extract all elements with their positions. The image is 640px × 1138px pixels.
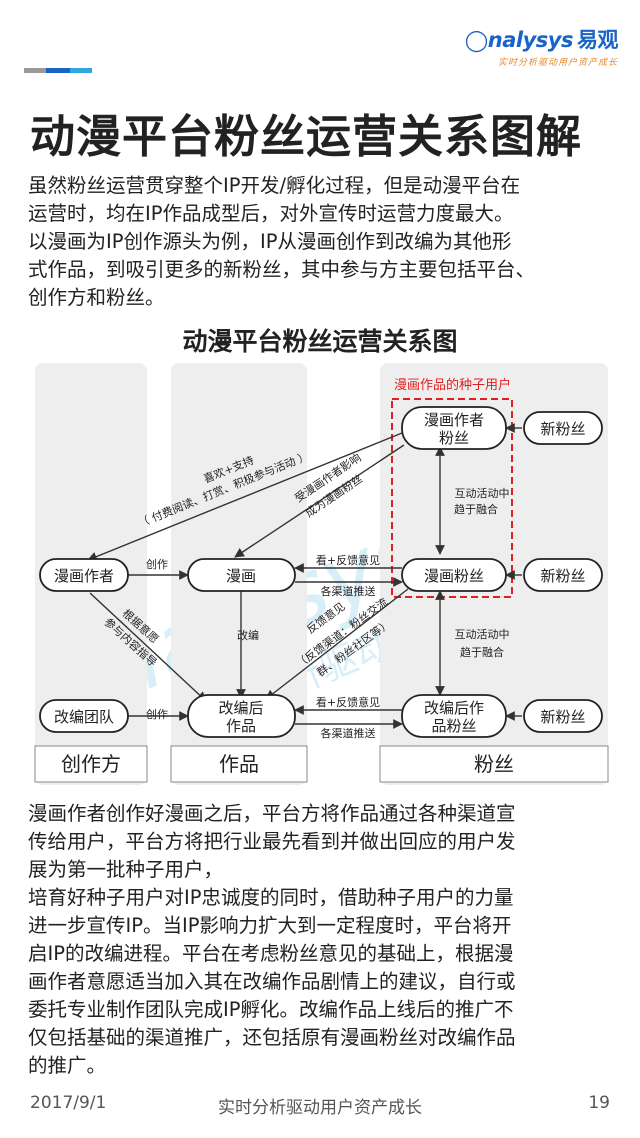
logo-mark-icon: ◯	[464, 28, 489, 52]
node-label: 漫画作者	[424, 411, 484, 429]
footer-date: 2017/9/1	[30, 1093, 107, 1113]
page-number: 19	[588, 1093, 610, 1113]
edge-label: 互动活动中	[455, 628, 510, 641]
node-comic	[187, 558, 296, 592]
intro-line: 虽然粉丝运营贯穿整个IP开发/孵化过程，但是动漫平台在	[28, 174, 521, 197]
node-label: 新粉丝	[540, 420, 585, 438]
column-label: 作品	[219, 752, 259, 776]
node-new-fans-2	[523, 558, 603, 592]
node-label: 漫画粉丝	[424, 567, 484, 585]
edge-label: 改编	[237, 628, 259, 642]
intro-line: 运营时，均在IP作品成型后，对外宣传时运营力度最大。	[28, 202, 514, 225]
edge-label: 趋于融合	[454, 502, 498, 516]
logo-tagline: 实时分析驱动用户资产成长	[497, 58, 618, 68]
intro-line: 以漫画为IP创作源头为例，IP从漫画创作到改编为其他形	[28, 230, 512, 253]
body-line: 的推广。	[28, 1054, 107, 1077]
intro-line: 式作品，到吸引更多的新粉丝，其中参与方主要包括平台、	[28, 258, 536, 281]
node-label: 品粉丝	[431, 717, 476, 735]
body-line: 仅包括基础的渠道推广，还包括原有漫画粉丝对改编作品	[28, 1026, 516, 1049]
body-line: 传给用户，平台方将把行业最先看到并做出回应的用户发	[28, 830, 516, 853]
node-new-fans-3	[523, 699, 603, 733]
column-label: 粉丝	[474, 752, 514, 776]
body-line: 漫画作者创作好漫画之后，平台方将作品通过各种渠道宣	[28, 802, 516, 825]
node-label: 漫画	[226, 567, 256, 585]
node-new-fans-1	[523, 411, 603, 445]
node-label: 作品	[226, 717, 256, 735]
column-header-fans	[379, 745, 609, 783]
relationship-diagram: 创作方 作品 粉丝 漫画作品的种子用户 漫画作者	[34, 363, 609, 785]
intro-text: 虽然粉丝运营贯穿整个IP开发/孵化过程，但是动漫平台在 运营时，均在IP作品成型…	[28, 172, 613, 312]
node-label: 改编团队	[54, 708, 114, 726]
intro-line: 创作方和粉丝。	[28, 286, 165, 309]
node-comic-fans	[401, 558, 507, 592]
edge-label: 创作	[146, 708, 168, 721]
column-header-creator	[34, 745, 148, 783]
seed-label: 漫画作品的种子用户	[394, 377, 511, 393]
node-adapted-fans	[401, 694, 507, 738]
seed-region	[391, 398, 513, 598]
edge-label: 趋于融合	[460, 645, 504, 659]
accent-bar	[24, 68, 92, 73]
edge-label: 看+反馈意见	[316, 695, 380, 709]
edge-label: 各渠道推送	[321, 584, 376, 598]
node-label: 改编后	[218, 699, 263, 717]
footer-tagline: 实时分析驱动用户资产成长	[218, 1098, 422, 1118]
node-adapt-team	[39, 699, 129, 733]
edge-label: 各渠道推送	[321, 726, 376, 740]
edge-label: 互动活动中	[455, 487, 510, 500]
edge-label: 创作	[146, 558, 168, 571]
logo-cn: 易观	[577, 28, 619, 52]
page-title: 动漫平台粉丝运营关系图解	[30, 110, 583, 163]
node-author	[39, 558, 129, 592]
body-line: 进一步宣传IP。当IP影响力扩大到一定程度时，平台将开	[28, 914, 512, 937]
node-adapted-work	[187, 694, 296, 738]
logo-text: nalysys	[487, 28, 574, 52]
column-label: 创作方	[61, 752, 121, 776]
body-line: 画作者意愿适当加入其在改编作品剧情上的建议，自行或	[28, 970, 516, 993]
body-line: 启IP的改编进程。平台在考虑粉丝意见的基础上，根据漫	[28, 942, 514, 965]
body-line: 培育好种子用户对IP忠诚度的同时，借助种子用户的力量	[28, 886, 514, 909]
body-line: 委托专业制作团队完成IP孵化。改编作品上线后的推广不	[28, 998, 514, 1021]
edge-label: 看+反馈意见	[316, 553, 380, 567]
column-header-work	[170, 745, 308, 783]
node-label: 粉丝	[439, 429, 469, 447]
node-label: 新粉丝	[540, 708, 585, 726]
node-label: 漫画作者	[54, 567, 114, 585]
node-author-fans	[401, 406, 507, 450]
body-line: 展为第一批种子用户，	[28, 858, 224, 881]
diagram-title: 动漫平台粉丝运营关系图	[182, 327, 458, 356]
node-label: 新粉丝	[540, 567, 585, 585]
body-text: 漫画作者创作好漫画之后，平台方将作品通过各种渠道宣 传给用户，平台方将把行业最先…	[28, 800, 613, 1080]
node-label: 改编后作	[424, 699, 484, 717]
